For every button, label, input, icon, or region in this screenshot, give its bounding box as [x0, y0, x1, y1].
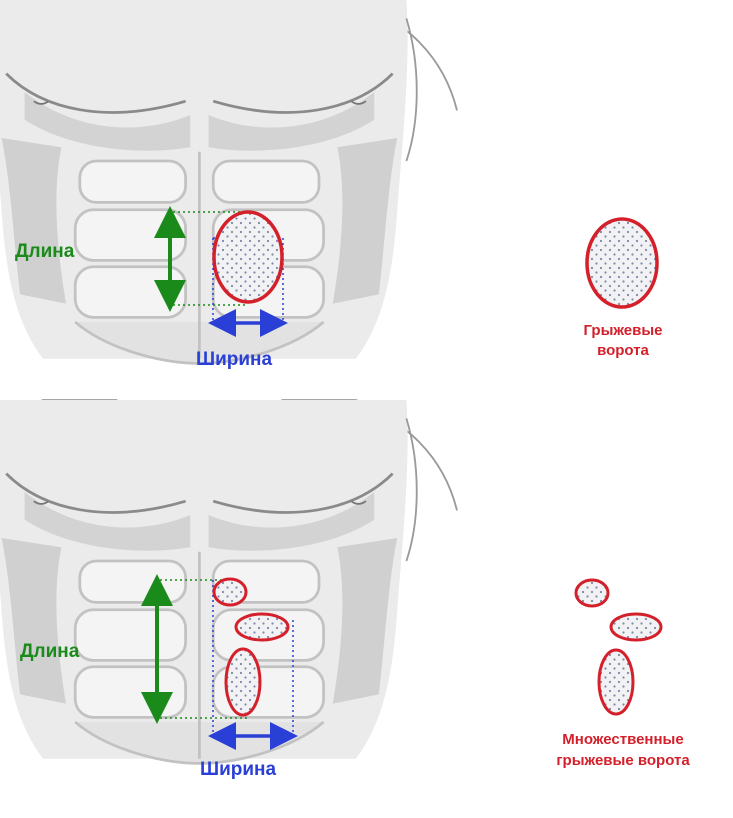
torso-illustration-1 — [0, 0, 457, 363]
legend-label-2-line-1: Множественные — [562, 731, 683, 748]
hernia-gate-2b — [236, 614, 288, 640]
length-label-1: Длина — [15, 241, 75, 262]
length-label-2: Длина — [20, 641, 80, 662]
legend-hernia-gate-2b — [611, 614, 661, 640]
legend-label-1-line-1: Грыжевые — [583, 322, 662, 339]
width-label-1: Ширина — [196, 349, 273, 370]
panel-single-hernia: Длина Ширина Грыжевые ворота — [0, 0, 663, 370]
width-label-2: Ширина — [200, 759, 277, 780]
panel-multiple-hernias: Длина Ширина Множественные грыжевые воро… — [0, 400, 690, 780]
hernia-gate-1 — [214, 212, 282, 302]
legend-hernia-gate-2c — [599, 650, 633, 714]
hernia-gate-2a — [214, 579, 246, 605]
hernia-gate-2c — [226, 649, 260, 715]
legend-hernia-gate — [587, 219, 657, 307]
legend-label-1-line-2: ворота — [597, 342, 649, 359]
legend-hernia-gate-2a — [576, 580, 608, 606]
legend-label-2-line-2: грыжевые ворота — [556, 752, 690, 769]
